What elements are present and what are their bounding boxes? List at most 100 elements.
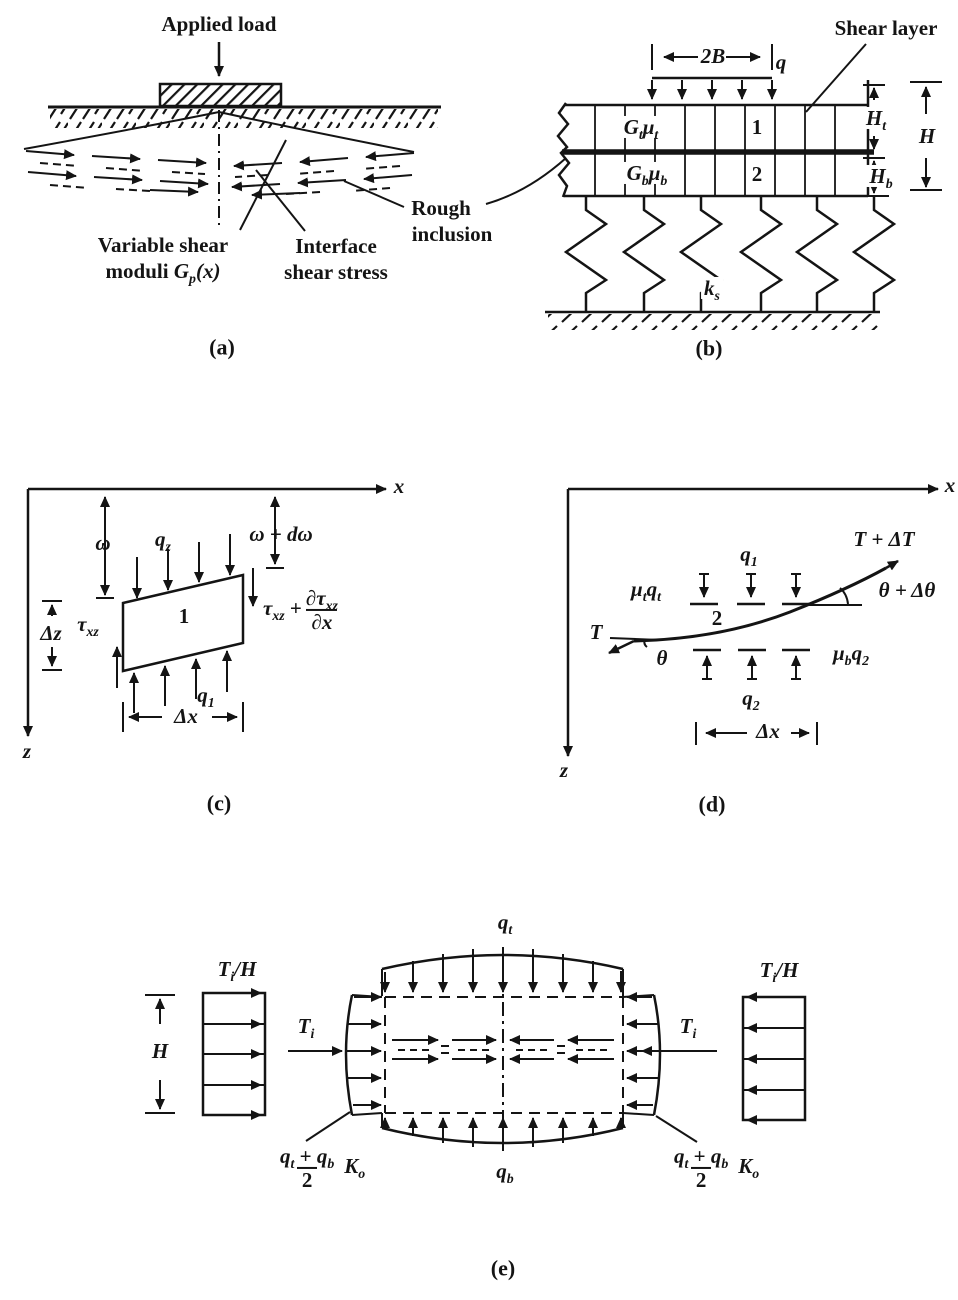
caption-d: (d) — [698, 791, 726, 817]
caption-b: (b) — [695, 335, 723, 361]
figure-a-drawing — [23, 42, 567, 232]
dim-2b-label: 2B — [700, 43, 726, 68]
h-label-e: H — [151, 1038, 169, 1063]
qt-label: qt — [497, 909, 513, 938]
qb-label: qb — [496, 1158, 514, 1187]
tension-TdT-label: T + ΔT — [853, 526, 915, 551]
footing — [158, 82, 283, 108]
ti-right-label: Ti — [679, 1013, 697, 1042]
right-wall-arc — [652, 994, 662, 1116]
left-pressure-block — [201, 988, 267, 1120]
interface-label-line1: Interface — [295, 233, 377, 258]
theta-arc — [643, 638, 648, 648]
q2-up-arrows — [693, 648, 810, 680]
omega-dw-label: ω + dω — [249, 521, 313, 546]
z-axis-label-d: z — [559, 757, 569, 782]
layer1-moduli-label: Gtμt — [620, 116, 662, 142]
ko-right-pointer — [655, 1115, 698, 1143]
figure-d-drawing — [563, 484, 939, 757]
theta-label: θ — [656, 645, 668, 670]
interface-label-line2: shear stress — [284, 259, 388, 284]
membrane-curve — [633, 566, 887, 643]
q1-label-d: q1 — [740, 541, 758, 570]
figure-e-drawing — [145, 947, 807, 1155]
theta-dtheta-label: θ + Δθ — [878, 577, 936, 602]
tau-left-label: τxz — [77, 611, 99, 640]
dx-label-c: Δx — [171, 705, 201, 728]
shear-arrows-left — [25, 149, 209, 197]
q1-arrows — [129, 650, 232, 713]
theta-dtheta-arc — [839, 587, 849, 605]
figure-b-drawing — [545, 43, 942, 330]
dim-h-e — [145, 994, 175, 1114]
base-hatch — [548, 314, 878, 330]
mub-q2-label: μbq2 — [832, 640, 870, 669]
tih-left-label: Ti/H — [217, 956, 257, 985]
ko-left-pointer — [305, 1111, 351, 1142]
left-wall-arc — [344, 994, 354, 1116]
load-arrows — [647, 80, 777, 100]
omega-label: ω — [95, 530, 111, 555]
ground-hatch — [50, 109, 438, 128]
tih-right-label: Ti/H — [759, 957, 799, 986]
dim-hb-label: Hb — [866, 165, 896, 191]
tension-T-label: T — [589, 619, 603, 644]
interface-shear-band — [392, 1035, 614, 1064]
rough-inclusion-label-line1: Rough — [411, 195, 471, 220]
z-axis-label-c: z — [22, 738, 32, 763]
element1-number: 1 — [178, 603, 190, 628]
layer2-moduli-label: Gbμb — [623, 162, 671, 188]
caption-a: (a) — [209, 334, 235, 360]
applied-load-label: Applied load — [161, 11, 277, 36]
dim-h-label: H — [915, 125, 939, 148]
tension-TdT-arrow — [885, 559, 899, 571]
dim-ht-label: Ht — [862, 107, 890, 133]
mut-qt-label: μtqt — [631, 576, 661, 605]
layer1-number: 1 — [748, 116, 766, 139]
qz-label: qz — [155, 526, 171, 555]
variable-shear-pointer — [239, 139, 287, 231]
rough-inclusion-pointer-right — [485, 157, 567, 205]
tau-right-label: τxz +∂τxz∂x — [263, 585, 338, 634]
left-lateral-arrows — [346, 992, 382, 1110]
x-axis-label-c: x — [393, 473, 405, 498]
variable-shear-label-line2: moduli Gp(x) — [105, 258, 221, 287]
spread-curve-right — [218, 111, 415, 153]
dz-label: Δz — [40, 620, 62, 645]
spread-curve-left — [23, 111, 220, 150]
variable-shear-label-line1: Variable shear — [97, 232, 229, 257]
dx-label-d: Δx — [753, 720, 783, 743]
q1-label-c: q1 — [197, 682, 215, 711]
shear-layer-pointer — [805, 43, 867, 113]
soil-element — [121, 573, 245, 673]
element2-number: 2 — [711, 605, 723, 630]
q2-label-d: q2 — [742, 685, 760, 714]
theta-ref-line — [609, 637, 661, 641]
caption-e: (e) — [490, 1255, 516, 1281]
tension-T-arrow — [608, 639, 635, 655]
figure-c-drawing — [23, 484, 387, 737]
dim-dz — [42, 600, 62, 671]
layer2-number: 2 — [748, 163, 766, 186]
right-pressure-block — [741, 992, 807, 1125]
dim-dx-d — [695, 722, 818, 745]
rough-inclusion-label-line2: inclusion — [411, 221, 493, 246]
ti-left-label: Ti — [297, 1013, 315, 1042]
shear-layer-label: Shear layer — [834, 15, 938, 40]
rough-inclusion-pointer-left — [343, 180, 405, 208]
dim-dx-c — [122, 702, 244, 732]
x-axis-label-d: x — [944, 472, 956, 497]
interface-pointer — [255, 169, 306, 232]
right-wall-bottom-link — [622, 1112, 655, 1116]
load-q-label: q — [775, 49, 787, 74]
dim-h-total — [910, 81, 942, 191]
caption-c: (c) — [206, 790, 232, 816]
left-wall-bottom-link — [351, 1112, 383, 1116]
right-lateral-arrows — [626, 992, 660, 1110]
q1-down-arrows — [690, 573, 810, 606]
spring-constant-label: ks — [701, 277, 723, 303]
